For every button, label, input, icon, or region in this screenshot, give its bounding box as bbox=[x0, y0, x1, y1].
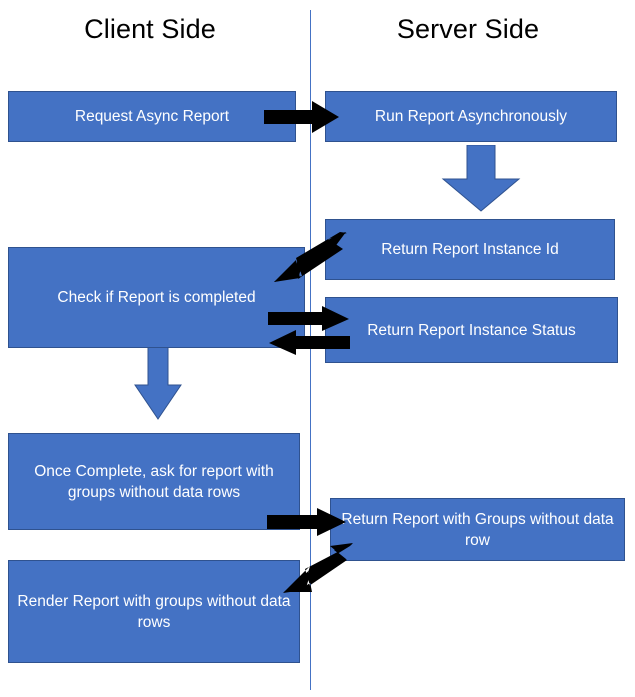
lane-title-server: Server Side bbox=[396, 14, 540, 44]
arrow-down-icon-run-to-instance-id bbox=[441, 145, 521, 213]
node-label: Return Report Instance Id bbox=[381, 241, 559, 258]
arrow-down-left-icon-return-groups-to-render bbox=[282, 542, 354, 594]
arrow-down-left-icon-instance-id-to-check bbox=[272, 232, 348, 284]
arrow-down-icon-check-to-once-complete bbox=[133, 347, 183, 421]
node-label: Check if Report is completed bbox=[57, 289, 256, 306]
node-return-report-instance-id[interactable]: Return Report Instance Id bbox=[325, 219, 615, 280]
node-once-complete-ask-for-report[interactable]: Once Complete, ask for report with group… bbox=[8, 433, 300, 530]
node-label: Return Report with Groups without data r… bbox=[341, 510, 614, 549]
node-label: Once Complete, ask for report with group… bbox=[34, 462, 274, 501]
node-request-async-report[interactable]: Request Async Report bbox=[8, 91, 296, 142]
node-run-report-asynchronously[interactable]: Run Report Asynchronously bbox=[325, 91, 617, 142]
arrow-right-icon-check-to-status bbox=[268, 306, 350, 332]
node-return-report-instance-status[interactable]: Return Report Instance Status bbox=[325, 297, 618, 363]
node-label: Request Async Report bbox=[74, 108, 230, 125]
node-return-report-with-groups[interactable]: Return Report with Groups without data r… bbox=[330, 498, 625, 561]
node-label: Run Report Asynchronously bbox=[374, 108, 568, 125]
arrow-right-icon-request-to-run bbox=[264, 100, 340, 134]
lane-title-client: Client Side bbox=[84, 14, 216, 44]
node-render-report-with-groups[interactable]: Render Report with groups without data r… bbox=[8, 560, 300, 663]
arrow-right-icon-once-to-return-groups bbox=[267, 507, 347, 537]
node-check-if-report-is-completed[interactable]: Check if Report is completed bbox=[8, 247, 305, 348]
lane-divider bbox=[310, 10, 311, 690]
node-label: Render Report with groups without data r… bbox=[17, 592, 291, 631]
arrow-left-icon-status-to-check bbox=[268, 330, 350, 356]
node-label: Return Report Instance Status bbox=[367, 321, 576, 339]
